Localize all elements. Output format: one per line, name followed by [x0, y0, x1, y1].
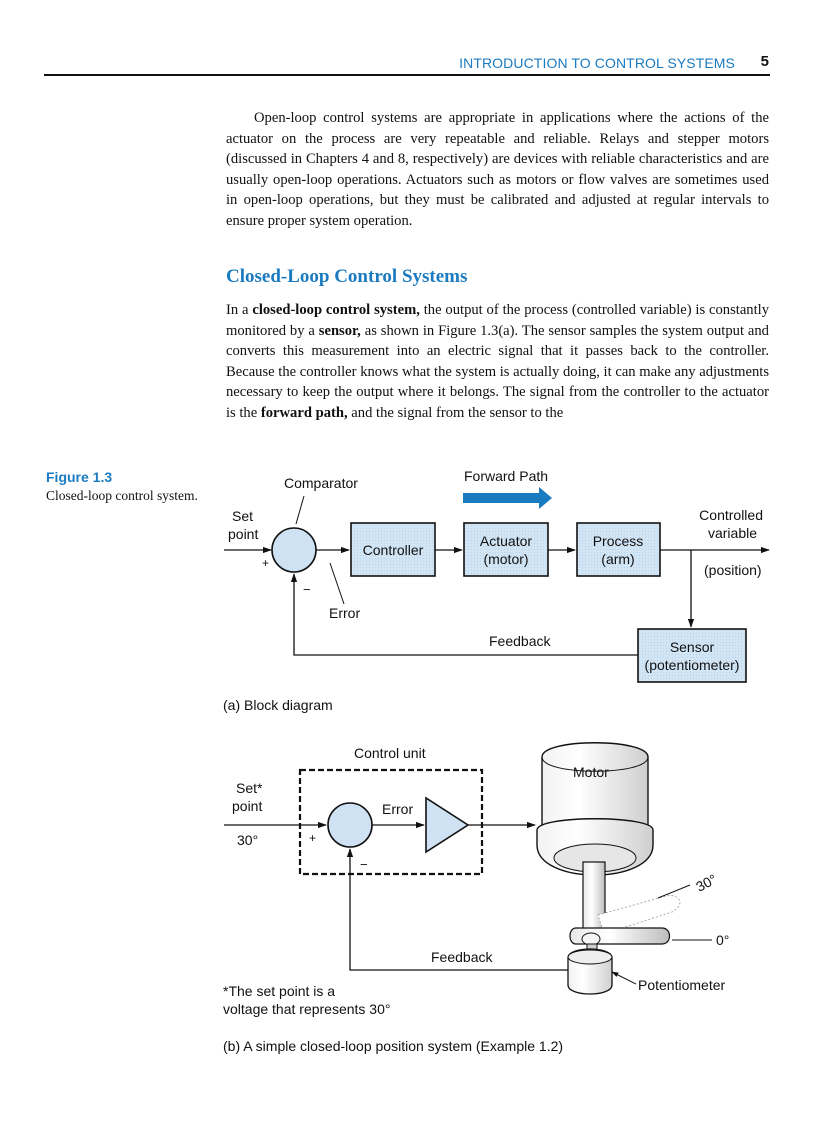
forward-path-arrow [463, 487, 552, 509]
set-point-note-line1: *The set point is a [223, 983, 335, 999]
controller-label: Controller [363, 542, 424, 558]
plus-sign: + [262, 556, 269, 570]
page-number: 5 [760, 53, 769, 70]
angle-30-label: 30° [693, 871, 719, 895]
feedback-label-b: Feedback [431, 949, 493, 965]
comparator-circle [271, 527, 317, 573]
angle-30-leader [657, 884, 691, 899]
set-value-label: 30° [237, 832, 258, 848]
actuator-block [463, 522, 549, 577]
comparator-leader [295, 495, 305, 525]
potentiometer-leader [611, 971, 637, 985]
controlled-label: Controlled [699, 507, 763, 523]
motor-drawing [536, 742, 681, 995]
block-diagram: Comparator Forward Path Set point + − Er… [223, 468, 770, 713]
set-point-note-line2: voltage that represents 30° [223, 1001, 390, 1017]
running-header-title: INTRODUCTION TO CONTROL SYSTEMS [459, 55, 735, 71]
feedback-path-b [346, 848, 568, 971]
sensor-block [637, 628, 747, 683]
paragraph-open-loop: Open-loop control systems are appropriat… [226, 110, 769, 229]
feedback-path [290, 573, 638, 656]
sensor-sublabel: (potentiometer) [645, 657, 740, 673]
minus-sign-b: − [360, 857, 368, 872]
term-sensor: sensor, [318, 322, 361, 339]
minus-sign: − [303, 582, 311, 597]
variable-label: variable [708, 525, 757, 541]
controller-block [350, 522, 436, 577]
summing-junction-circle [327, 802, 373, 848]
process-label: Process [593, 533, 644, 549]
sensor-label: Sensor [670, 639, 715, 655]
figure-label: Figure 1.3 [46, 469, 113, 485]
actuator-label: Actuator [480, 533, 532, 549]
angle-0-label: 0° [716, 932, 729, 948]
figure-caption: Closed-loop control system. [46, 488, 198, 503]
paragraph-closed-loop: In a closed-loop control system, the out… [226, 302, 770, 421]
position-system-diagram: Control unit Set* point 30° + − Error [223, 742, 729, 1054]
caption-a: (a) Block diagram [223, 697, 333, 713]
amplifier-triangle [425, 796, 470, 854]
forward-path-label: Forward Path [464, 468, 548, 484]
set-point-label-set: Set [232, 508, 253, 524]
section-heading: Closed-Loop Control Systems [226, 266, 468, 287]
plus-sign-b: + [309, 831, 316, 845]
control-unit-label: Control unit [354, 745, 426, 761]
caption-b: (b) A simple closed-loop position system… [223, 1038, 563, 1054]
point-label-b: point [232, 798, 262, 814]
control-unit-box [298, 768, 484, 876]
error-label: Error [329, 605, 360, 621]
set-point-label-point: point [228, 526, 258, 542]
process-sublabel: (arm) [601, 551, 634, 567]
comparator-label: Comparator [284, 475, 358, 491]
position-label: (position) [704, 562, 762, 578]
error-leader [329, 562, 345, 605]
header-rule [44, 74, 770, 76]
potentiometer-label: Potentiometer [638, 977, 725, 993]
feedback-label: Feedback [489, 633, 551, 649]
process-block [576, 522, 661, 577]
motor-label: Motor [573, 764, 609, 780]
set-star-label: Set* [236, 780, 263, 796]
actuator-sublabel: (motor) [483, 551, 528, 567]
term-closed-loop: closed-loop control system, [252, 302, 420, 318]
term-forward-path: forward path, [260, 404, 348, 421]
error-label-b: Error [382, 801, 413, 817]
